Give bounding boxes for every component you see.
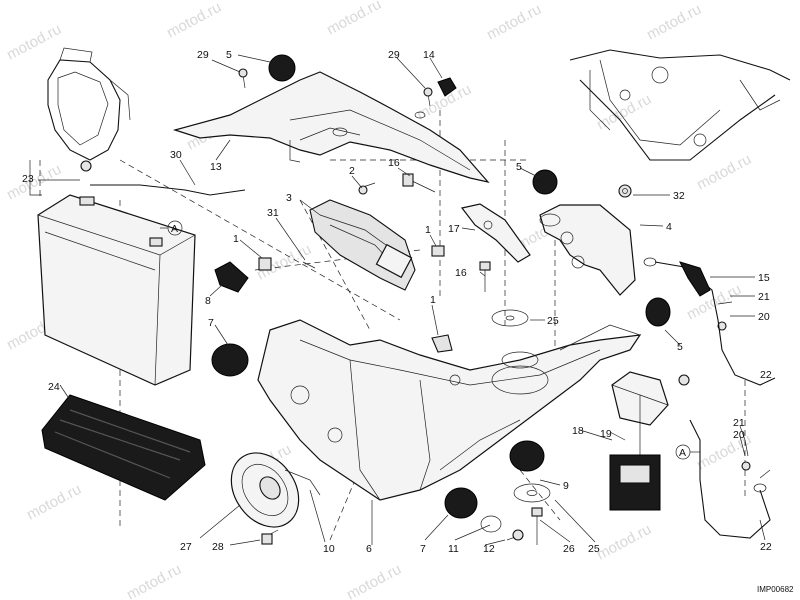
battery-cables — [90, 184, 776, 539]
watermark: motod.ru — [594, 521, 654, 564]
callout-26: 26 — [563, 543, 575, 555]
watermark: motod.ru — [24, 481, 84, 524]
callout-16: 16 — [455, 267, 467, 279]
battery — [29, 160, 196, 386]
starter-relay — [609, 371, 669, 511]
callout-11: 11 — [448, 543, 459, 555]
leader-lines — [38, 54, 771, 546]
callout-12: 12 — [483, 543, 495, 555]
battery-tray — [41, 394, 206, 501]
horn — [230, 452, 321, 528]
rubber-grommets — [211, 54, 671, 519]
callout-9: 9 — [563, 480, 569, 492]
callout-labels: 29 5 29 14 13 30 23 3 2 16 5 32 4 31 1 1… — [22, 49, 772, 555]
watermark: motod.ru — [164, 0, 224, 42]
callout-25: 25 — [547, 315, 559, 327]
reference-a-label: A — [679, 447, 686, 459]
frame-fragment-left — [47, 47, 131, 161]
control-unit — [309, 199, 416, 291]
callout-23: 23 — [22, 173, 34, 185]
upper-support-plate — [172, 71, 490, 183]
callout-22-lower: 22 — [760, 541, 772, 553]
reference-a-label: A — [171, 223, 178, 235]
callout-21: 21 — [733, 417, 745, 429]
callout-15: 15 — [758, 272, 770, 284]
watermark: motod.ru — [484, 1, 544, 44]
reference-markers: A A — [160, 220, 700, 460]
callout-2: 2 — [349, 165, 355, 177]
watermark: motod.ru — [324, 0, 384, 39]
callout-32: 32 — [673, 190, 685, 202]
callout-7: 7 — [208, 317, 214, 329]
callout-3: 3 — [286, 192, 292, 204]
callout-20: 20 — [733, 429, 745, 441]
callout-19: 19 — [600, 428, 612, 440]
callout-24: 24 — [48, 381, 60, 393]
battery-holder-frame — [257, 319, 642, 501]
callout-6: 6 — [366, 543, 372, 555]
callout-21: 21 — [758, 291, 770, 303]
watermark: motod.ru — [124, 561, 184, 600]
rubber-pad — [214, 261, 249, 293]
callout-27: 27 — [180, 541, 192, 553]
callout-22: 22 — [760, 369, 772, 381]
callout-29: 29 — [197, 49, 209, 61]
watermark: motod.ru — [4, 21, 64, 64]
callout-5: 5 — [516, 161, 522, 173]
washers — [480, 309, 551, 533]
callout-29: 29 — [388, 49, 400, 61]
watermark: motod.ru — [4, 161, 64, 204]
callout-1: 1 — [233, 233, 239, 245]
frame-fragment-right — [569, 49, 791, 161]
mounting-bracket — [539, 204, 636, 296]
small-bracket — [460, 203, 531, 263]
callout-25: 25 — [588, 543, 600, 555]
callout-17: 17 — [448, 223, 460, 235]
callout-16: 16 — [388, 157, 400, 169]
watermark: motod.ru — [344, 561, 404, 600]
callout-8: 8 — [205, 295, 211, 307]
callout-14: 14 — [423, 49, 435, 61]
callout-1: 1 — [430, 294, 436, 306]
screws-and-bolts — [80, 68, 751, 545]
watermark: motod.ru — [594, 91, 654, 134]
callout-5: 5 — [677, 341, 683, 353]
callout-18: 18 — [572, 425, 584, 437]
callout-20: 20 — [758, 311, 770, 323]
callout-4: 4 — [666, 221, 672, 233]
callout-28: 28 — [212, 541, 224, 553]
drawing-code: IMP00682 — [757, 585, 794, 594]
callout-5: 5 — [226, 49, 232, 61]
callout-7: 7 — [420, 543, 426, 555]
watermark: motod.ru — [644, 1, 704, 44]
watermark: motod.ru — [694, 151, 754, 194]
callout-13: 13 — [210, 161, 222, 173]
callout-31: 31 — [267, 207, 279, 219]
clips — [258, 245, 453, 353]
callout-1: 1 — [425, 224, 431, 236]
callout-30: 30 — [170, 149, 182, 161]
callout-10: 10 — [323, 543, 335, 555]
